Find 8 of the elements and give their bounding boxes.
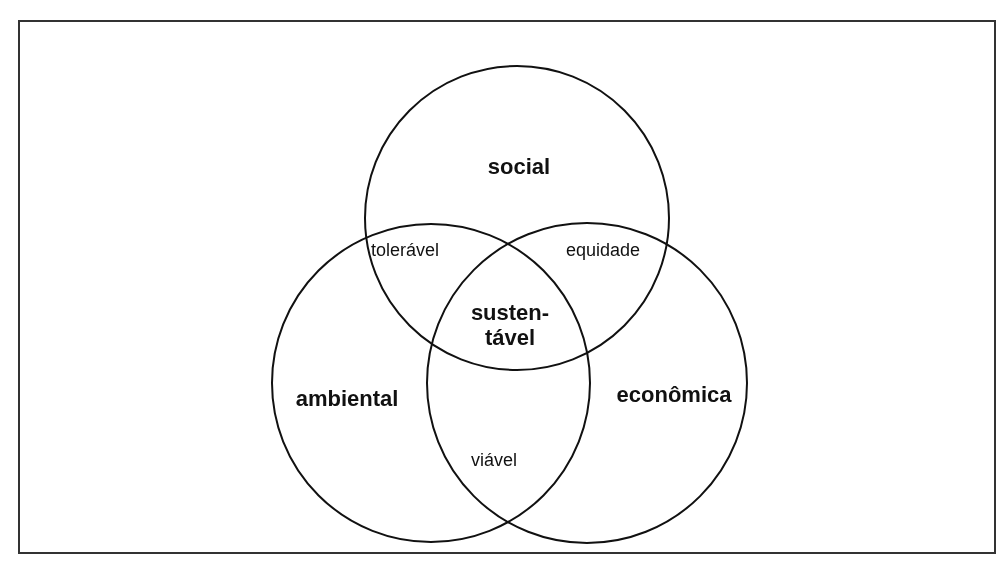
overlap-label: tolerável — [371, 239, 439, 261]
overlap-label: susten- tável — [470, 299, 550, 351]
set-label: ambiental — [295, 386, 399, 412]
overlap-label: viável — [471, 449, 517, 471]
overlap-label: equidade — [565, 239, 641, 261]
venn-circle — [364, 65, 670, 371]
set-label: econômica — [616, 382, 732, 408]
set-label: social — [487, 154, 551, 180]
